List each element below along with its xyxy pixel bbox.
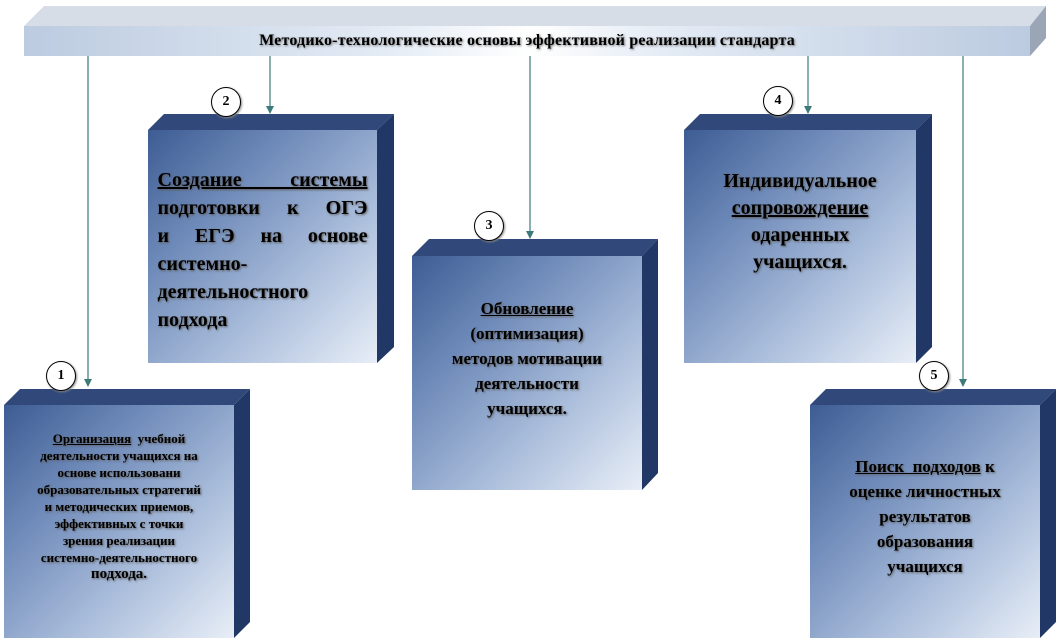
box-1-line: зрения реализации xyxy=(62,533,176,548)
box-3-side-face xyxy=(642,239,658,490)
box-2-side-face xyxy=(377,114,394,363)
box-3-line: Обновление xyxy=(480,298,574,318)
box-5-top-face xyxy=(810,389,1056,405)
box-5-line: Поиск подходов к xyxy=(855,457,995,476)
box-4-text: Индивидуальное сопровождение одаренных у… xyxy=(723,168,876,326)
box-3-top-face xyxy=(412,239,658,256)
box-1-line: и методических приемов, xyxy=(44,499,194,514)
box-3-line: учащихся. xyxy=(487,398,567,418)
box-3-text: Обновление (оптимизация) методов мотивац… xyxy=(452,296,602,451)
box-2: Создание системы подготовки к ОГЭ и ЕГЭ … xyxy=(148,130,377,363)
box-5-line: оценке личностных xyxy=(849,482,1001,501)
box-5-line-part: Поиск подходов xyxy=(855,457,981,476)
box-1-line: деятельности учащихся на xyxy=(40,448,198,463)
box-1-line: системно-деятельностного xyxy=(40,550,198,565)
box-3: Обновление (оптимизация) методов мотивац… xyxy=(412,256,642,490)
box-2-line: подхода xyxy=(157,308,228,331)
box-4-line: Индивидуальное xyxy=(723,169,877,192)
box-2-text: Создание системы подготовки к ОГЭ и ЕГЭ … xyxy=(158,160,368,334)
box-3-line: методов мотивации xyxy=(451,348,603,368)
number-badge-4: 4 xyxy=(763,86,793,116)
box-4: Индивидуальное сопровождение одаренных у… xyxy=(684,130,916,363)
box-4-line: одаренных xyxy=(750,223,850,246)
number-badge-3: 3 xyxy=(474,211,504,241)
box-5-line: результатов xyxy=(879,507,971,526)
header-side-face xyxy=(1030,6,1046,56)
box-2-top-face xyxy=(148,114,394,130)
box-2-line: и ЕГЭ на основе xyxy=(157,224,368,247)
box-1-line: основе использовани xyxy=(57,465,181,480)
box-5-line: учащихся xyxy=(887,557,963,576)
box-3-line: (оптимизация) xyxy=(470,323,584,343)
box-5-side-face xyxy=(1040,389,1056,638)
box-1-line: подхода. xyxy=(90,566,148,582)
box-4-line: учащихся. xyxy=(753,250,847,273)
box-1-line: образовательных стратегий xyxy=(37,482,201,497)
header-top-face xyxy=(24,6,1046,26)
box-1-line: эффективных с точки xyxy=(54,516,184,531)
header-title: Методико-технологические основы эффектив… xyxy=(259,32,795,49)
number-badge-5: 5 xyxy=(919,361,949,391)
box-4-line: сопровождение xyxy=(731,196,869,219)
box-1-top-face xyxy=(4,389,250,405)
box-4-top-face xyxy=(684,114,932,130)
box-1-line-part: Организация xyxy=(52,431,132,446)
number-badge-1: 1 xyxy=(46,361,76,391)
box-1-text: Организация учебной деятельности учащихс… xyxy=(37,430,201,613)
box-5: Поиск подходов к оценке личностных резул… xyxy=(810,405,1040,638)
box-5-line: образования xyxy=(876,532,974,551)
box-3-line: деятельности xyxy=(475,373,579,393)
box-2-line: Создание системы xyxy=(157,168,368,191)
box-2-line: деятельностного xyxy=(157,280,309,303)
number-badge-2: 2 xyxy=(211,87,241,117)
box-1-side-face xyxy=(234,389,250,638)
box-1: Организация учебной деятельности учащихс… xyxy=(4,405,234,638)
header-banner: Методико-технологические основы эффектив… xyxy=(24,26,1030,56)
box-1-line: Организация учебной xyxy=(52,431,186,446)
box-2-line: подготовки к ОГЭ xyxy=(157,196,368,219)
box-4-side-face xyxy=(916,114,932,363)
box-2-line: системно- xyxy=(157,252,248,275)
box-5-text: Поиск подходов к оценке личностных резул… xyxy=(849,454,1000,589)
